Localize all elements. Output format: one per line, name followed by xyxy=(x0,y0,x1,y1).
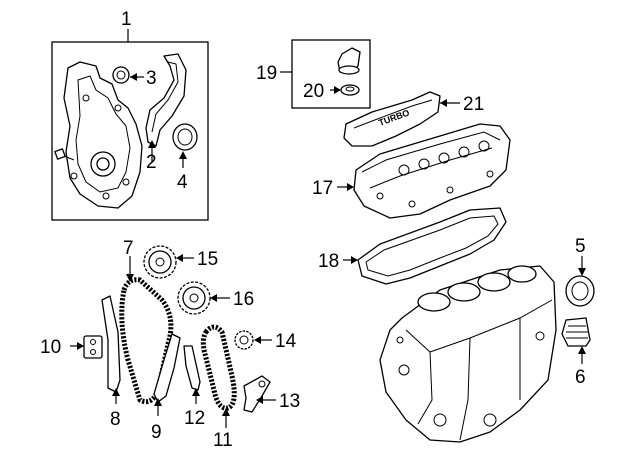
crank-sprocket[interactable] xyxy=(234,330,254,350)
callout-20: 20 xyxy=(303,81,324,102)
cover-bolt[interactable] xyxy=(54,148,75,161)
callout-10: 10 xyxy=(40,337,61,358)
oil-cap-seal[interactable] xyxy=(340,84,360,96)
callout-5-arrow xyxy=(578,268,586,276)
callout-14-arrow xyxy=(254,336,261,344)
callout-11-arrow xyxy=(222,408,230,416)
callout-4-arrow xyxy=(179,151,187,159)
oil-filler-cap[interactable] xyxy=(337,47,361,75)
callout-4: 4 xyxy=(177,172,188,193)
callout-9: 9 xyxy=(151,422,162,443)
chain-guide[interactable] xyxy=(101,295,121,393)
oil-pump-chain[interactable] xyxy=(200,324,237,411)
engine-cover[interactable]: TURBO xyxy=(343,91,441,147)
callout-15: 15 xyxy=(197,249,218,270)
callout-21: 21 xyxy=(463,94,484,115)
oil-pump-chain-guide[interactable] xyxy=(183,345,201,391)
callout-3: 3 xyxy=(146,68,157,89)
cylinder-block[interactable] xyxy=(379,265,557,443)
tensioner-arm[interactable] xyxy=(153,333,181,403)
timing-cover[interactable] xyxy=(63,61,143,209)
callout-14: 14 xyxy=(275,331,297,352)
callout-2-arrow xyxy=(148,140,156,148)
callout-12: 12 xyxy=(184,408,205,429)
callout-3-arrow xyxy=(130,73,137,81)
callout-9-arrow xyxy=(154,398,162,406)
callout-17-arrow xyxy=(347,183,354,191)
callout-18-arrow xyxy=(351,256,358,264)
callout-17: 17 xyxy=(312,178,333,199)
callout-6-arrow xyxy=(578,346,586,354)
callout-16: 16 xyxy=(233,289,254,310)
intake-cam-sprocket[interactable] xyxy=(143,245,177,279)
valve-cover-gasket[interactable] xyxy=(357,207,507,285)
callout-13: 13 xyxy=(279,391,300,412)
callout-8: 8 xyxy=(110,409,121,430)
callout-1: 1 xyxy=(121,9,132,30)
callout-11: 11 xyxy=(213,430,233,451)
callout-18: 18 xyxy=(318,251,339,272)
callout-19: 19 xyxy=(256,63,277,84)
callout-10-arrow xyxy=(77,342,84,350)
valve-cover[interactable] xyxy=(353,123,511,219)
filter-adapter-plate[interactable] xyxy=(561,317,591,347)
callout-7: 7 xyxy=(123,238,134,259)
callout-15-arrow xyxy=(176,254,183,262)
callout-21-arrow xyxy=(440,99,447,107)
callout-13-arrow xyxy=(256,396,263,404)
cover-plug[interactable] xyxy=(112,66,130,84)
exhaust-cam-sprocket[interactable] xyxy=(177,281,211,315)
callout-7-arrow xyxy=(126,274,134,282)
callout-6: 6 xyxy=(575,367,586,388)
callout-20-arrow xyxy=(334,86,341,94)
timing-cover-group-box xyxy=(51,41,209,221)
callout-16-arrow xyxy=(210,294,217,302)
oil-pump-tensioner[interactable] xyxy=(243,375,271,413)
front-oil-seal[interactable] xyxy=(172,123,198,151)
rear-main-seal[interactable] xyxy=(565,275,595,307)
timing-chain[interactable] xyxy=(119,277,174,405)
callout-8-arrow xyxy=(112,388,120,396)
callout-2: 2 xyxy=(146,152,157,173)
oil-cap-group-box xyxy=(291,39,371,109)
callout-5: 5 xyxy=(575,236,586,257)
callout-12-arrow xyxy=(192,388,200,396)
chain-tensioner[interactable] xyxy=(83,335,103,359)
